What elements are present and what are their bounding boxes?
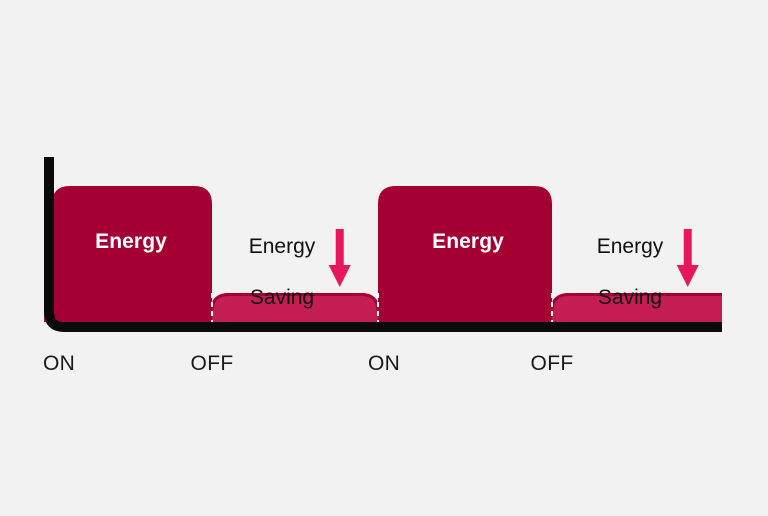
down-arrow-icon (676, 229, 699, 288)
energy-saving-annotation-1: Energy Saving (249, 208, 352, 310)
energy-block-on-1 (52, 186, 212, 322)
energy-saving-line1: Energy (248, 234, 316, 258)
axis-tick-label-off-1: OFF (190, 352, 234, 375)
saving-band-area-4 (552, 293, 722, 322)
energy-saving-text-2: Energy Saving (597, 208, 664, 310)
saving-band-area-2 (212, 293, 378, 322)
axis-tick-label-on-1: ON (42, 352, 76, 375)
energy-block-label-1: Energy (95, 230, 167, 253)
chart-axis (44, 157, 722, 332)
down-arrow-icon (328, 229, 351, 288)
energy-block-label-2: Energy (432, 230, 504, 253)
energy-saving-line2: Saving (249, 285, 315, 309)
axis-tick-label-on-2: ON (367, 352, 401, 375)
energy-block-on-2 (378, 186, 552, 322)
energy-saving-line1: Energy (596, 234, 664, 258)
axis-tick-label-off-2: OFF (530, 352, 574, 375)
energy-saving-line2: Saving (597, 285, 663, 309)
energy-saving-text-1: Energy Saving (249, 208, 316, 310)
energy-saving-annotation-2: Energy Saving (597, 208, 700, 310)
